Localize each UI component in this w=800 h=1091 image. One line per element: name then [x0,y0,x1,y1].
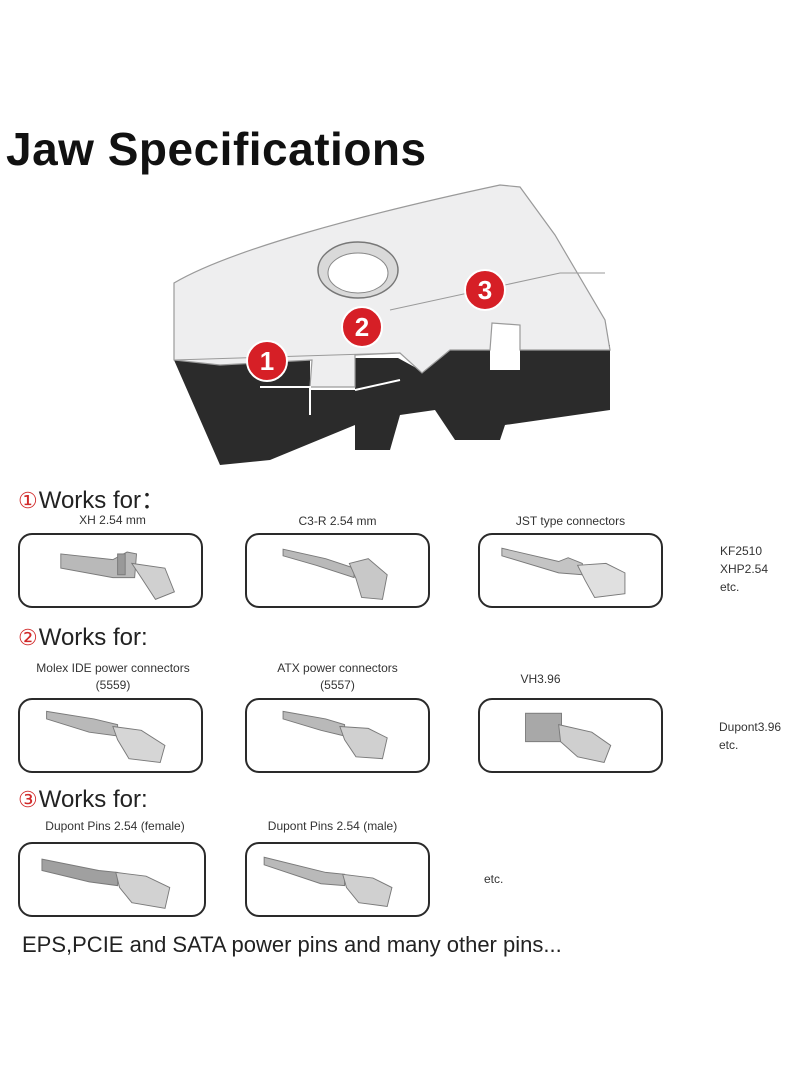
molex-terminal-image [18,698,203,773]
extra-dupont396: Dupont3.96 [719,720,782,734]
jst-terminal-image [478,533,663,608]
section-3-extra: etc. [484,870,503,888]
c3r-terminal-image [245,533,430,608]
crimp-jaw-illustration: 1 2 3 [173,184,611,465]
jaw-marker-1: 1 [246,340,288,382]
page-title: Jaw Specifications [6,123,427,175]
extra-etc-1: etc. [720,580,740,594]
footer-note: EPS,PCIE and SATA power pins and many ot… [22,932,562,957]
section-1-marker: ① [18,488,38,513]
extra-etc-3: etc. [484,872,504,886]
dupont-male-image [245,842,430,917]
caption-molex-line2: (5559) [95,678,131,692]
caption-atx: ATX power connectors (5557) [245,660,430,694]
caption-vh396: VH3.96 [520,672,561,686]
section-1-heading: ①Works for： [18,480,165,515]
caption-xh: XH 2.54 mm [79,513,146,527]
section-1-label: Works for： [38,487,165,514]
caption-molex-line1: Molex IDE power connectors [36,661,190,675]
section-2-label: Works for: [38,624,148,651]
section-2-marker: ② [18,625,38,650]
dupont-female-image [18,842,206,917]
caption-dupont-male: Dupont Pins 2.54 (male) [267,819,398,833]
section-1-extra: KF2510 XHP2.54 etc. [720,542,768,596]
section-3-heading: ③Works for: [18,786,148,814]
caption-jst: JST type connectors [515,514,626,528]
svg-text:1: 1 [260,346,274,376]
extra-xhp254: XHP2.54 [720,562,769,576]
caption-atx-line1: ATX power connectors [277,661,398,675]
vh396-terminal-image [478,698,663,773]
section-2-extra: Dupont3.96 etc. [719,718,781,754]
section-3-label: Works for: [38,786,148,813]
section-3-marker: ③ [18,787,38,812]
atx-terminal-image [245,698,430,773]
caption-c3r: C3-R 2.54 mm [298,514,377,528]
jaw-marker-2: 2 [341,306,383,348]
section-2-heading: ②Works for: [18,624,148,652]
jaw-marker-3: 3 [464,269,506,311]
svg-text:2: 2 [355,312,369,342]
caption-dupont-female: Dupont Pins 2.54 (female) [45,819,185,833]
extra-kf2510: KF2510 [720,544,763,558]
caption-molex: Molex IDE power connectors (5559) [8,660,218,694]
svg-text:3: 3 [478,275,492,305]
caption-atx-line2: (5557) [320,678,355,692]
extra-etc-2: etc. [719,738,739,752]
xh-terminal-image [18,533,203,608]
